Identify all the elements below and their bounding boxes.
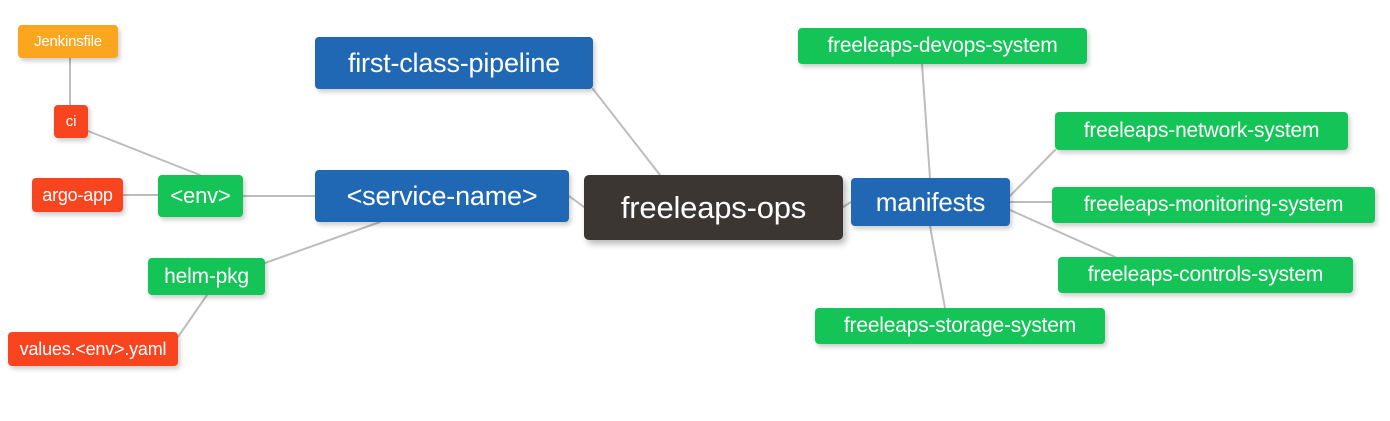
edge-manifests-to-freeleaps-network-system [1009, 149, 1056, 197]
node-first-class-pipeline[interactable]: first-class-pipeline [315, 37, 593, 89]
edge-freeleaps-ops-to-first-class-pipeline [592, 88, 661, 176]
node-freeleaps-controls-system[interactable]: freeleaps-controls-system [1058, 257, 1353, 293]
edge-env-to-ci [87, 130, 201, 176]
node-env[interactable]: <env> [158, 175, 243, 217]
edge-helm-pkg-to-values-env-yaml [177, 294, 208, 338]
node-values-env-yaml[interactable]: values.<env>.yaml [8, 332, 178, 366]
node-ci[interactable]: ci [54, 105, 88, 138]
edge-freeleaps-ops-to-manifests [842, 201, 852, 208]
node-argo-app[interactable]: argo-app [32, 178, 123, 212]
edge-manifests-to-freeleaps-devops-system [921, 63, 931, 179]
node-service-name[interactable]: <service-name> [315, 170, 569, 222]
edge-freeleaps-ops-to-service-name [568, 195, 585, 208]
node-freeleaps-ops[interactable]: freeleaps-ops [584, 175, 843, 240]
node-freeleaps-monitoring-system[interactable]: freeleaps-monitoring-system [1052, 187, 1375, 223]
node-helm-pkg[interactable]: helm-pkg [148, 258, 265, 295]
node-freeleaps-storage-system[interactable]: freeleaps-storage-system [815, 308, 1105, 344]
node-jenkinsfile[interactable]: Jenkinsfile [18, 25, 118, 58]
node-freeleaps-devops-system[interactable]: freeleaps-devops-system [798, 28, 1087, 64]
node-manifests[interactable]: manifests [851, 178, 1010, 226]
node-freeleaps-network-system[interactable]: freeleaps-network-system [1055, 112, 1348, 150]
edge-service-name-to-helm-pkg [264, 221, 381, 264]
edge-manifests-to-freeleaps-storage-system [929, 225, 946, 309]
